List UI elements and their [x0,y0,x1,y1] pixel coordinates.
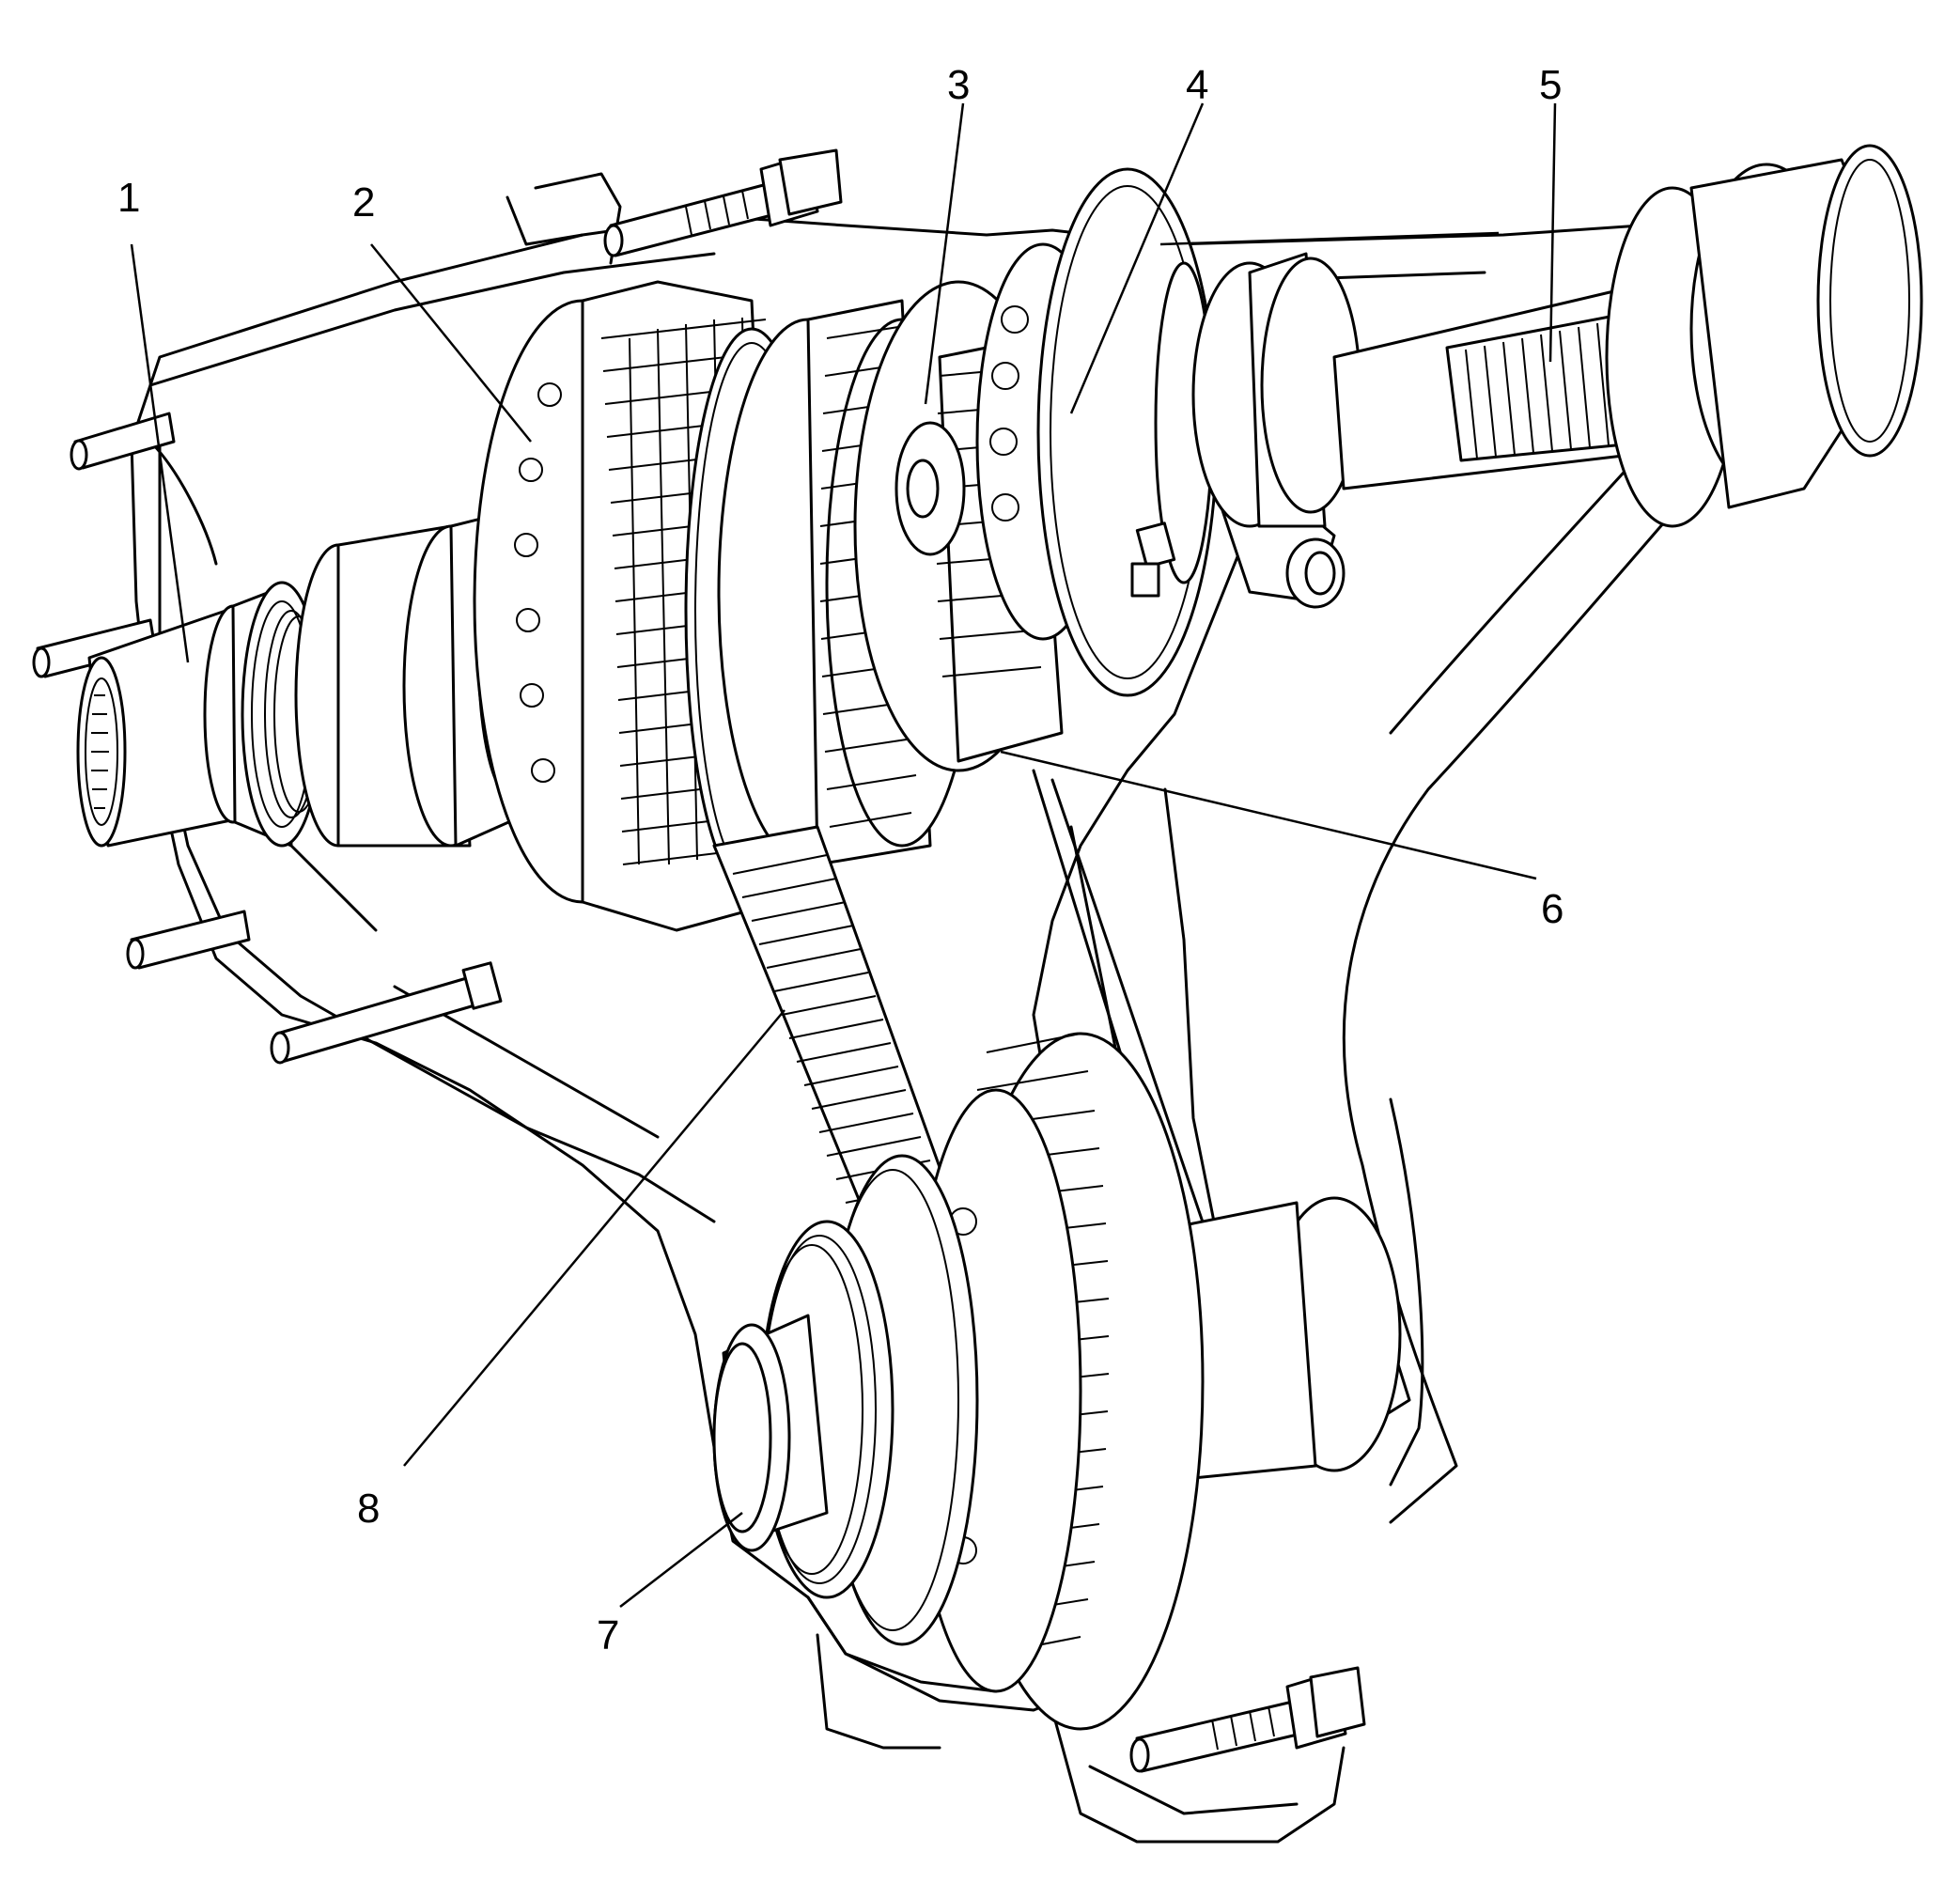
carrier-holes [989,305,1029,521]
callout-labels: 1 2 3 4 5 6 7 8 [117,62,1563,1658]
leader-3 [924,102,965,405]
leader-4 [1069,102,1205,414]
rear-output-shaft [1191,144,1923,528]
leader-6 [1000,750,1537,880]
leader-7 [619,1512,743,1608]
callout-1: 1 [117,175,140,221]
leader-lines [130,102,1557,1608]
clutch-drum-holes [514,382,562,783]
callout-2: 2 [352,179,375,226]
front-output-shaft [712,1032,1411,1731]
stud-left-upper [70,412,176,471]
callout-4: 4 [1186,62,1208,108]
leader-1 [130,243,190,663]
callout-6: 6 [1541,886,1563,932]
range-shift-ring [1036,167,1219,697]
bolt-top [603,148,843,257]
leader-5a [1548,102,1557,363]
leader-8 [403,1009,786,1467]
bolt-bottom [1129,1666,1366,1773]
leader-2 [370,243,532,443]
callout-8: 8 [357,1486,380,1532]
leader-5b [1159,231,1500,246]
callout-5: 5 [1539,62,1562,108]
callout-3: 3 [947,62,970,108]
stud-left-lower [126,910,251,970]
stud-left-bottom [270,961,503,1065]
drive-chain [712,769,1214,1261]
mounting-studs [32,148,1366,1773]
callout-7: 7 [597,1612,619,1658]
